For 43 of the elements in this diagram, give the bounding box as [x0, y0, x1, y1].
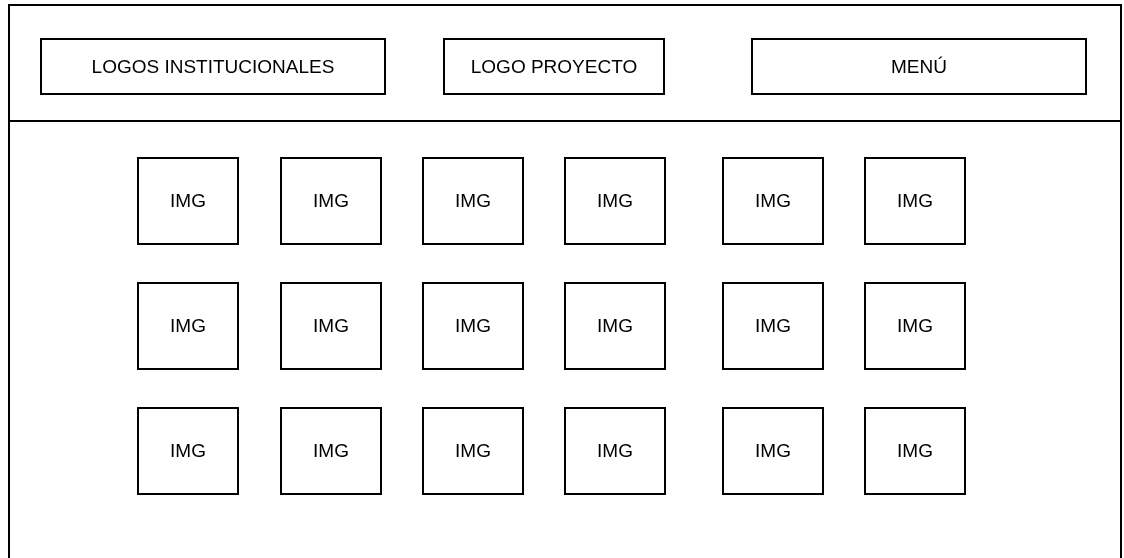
- box-label: IMG: [897, 190, 933, 212]
- image-placeholder-box: [722, 157, 824, 245]
- image-placeholder-box: [280, 282, 382, 370]
- box-label: IMG: [170, 440, 206, 462]
- image-placeholder-box: [722, 407, 824, 495]
- box-label: IMG: [597, 315, 633, 337]
- image-placeholder-box: [137, 407, 239, 495]
- box-label: IMG: [170, 315, 206, 337]
- box-label: IMG: [455, 190, 491, 212]
- box-label: LOGO PROYECTO: [470, 55, 638, 78]
- box-label: IMG: [313, 315, 349, 337]
- image-placeholder-box: [422, 407, 524, 495]
- image-placeholder-box: [137, 282, 239, 370]
- image-placeholder-box: [722, 282, 824, 370]
- image-placeholder-box: [137, 157, 239, 245]
- box-label: IMG: [755, 315, 791, 337]
- image-placeholder-box: [564, 407, 666, 495]
- image-placeholder-box: [422, 282, 524, 370]
- header-box: [40, 38, 386, 95]
- image-placeholder-box: [864, 157, 966, 245]
- box-label: IMG: [170, 190, 206, 212]
- box-label: IMG: [313, 190, 349, 212]
- header-box: [443, 38, 665, 95]
- box-label: IMG: [313, 440, 349, 462]
- image-placeholder-box: [864, 407, 966, 495]
- box-label: MENÚ: [891, 55, 947, 78]
- box-label: IMG: [897, 315, 933, 337]
- box-label: IMG: [455, 440, 491, 462]
- box-label: IMG: [455, 315, 491, 337]
- menu-box: [751, 38, 1087, 95]
- box-label: IMG: [755, 190, 791, 212]
- box-label: IMG: [755, 440, 791, 462]
- box-label: LOGOS INSTITUCIONALES: [91, 55, 335, 78]
- image-placeholder-box: [422, 157, 524, 245]
- box-label: IMG: [597, 440, 633, 462]
- page-frame: [8, 4, 1122, 558]
- box-label: IMG: [597, 190, 633, 212]
- box-label: IMG: [897, 440, 933, 462]
- image-placeholder-box: [564, 282, 666, 370]
- image-placeholder-box: [280, 157, 382, 245]
- image-placeholder-box: [564, 157, 666, 245]
- image-placeholder-box: [280, 407, 382, 495]
- image-placeholder-box: [864, 282, 966, 370]
